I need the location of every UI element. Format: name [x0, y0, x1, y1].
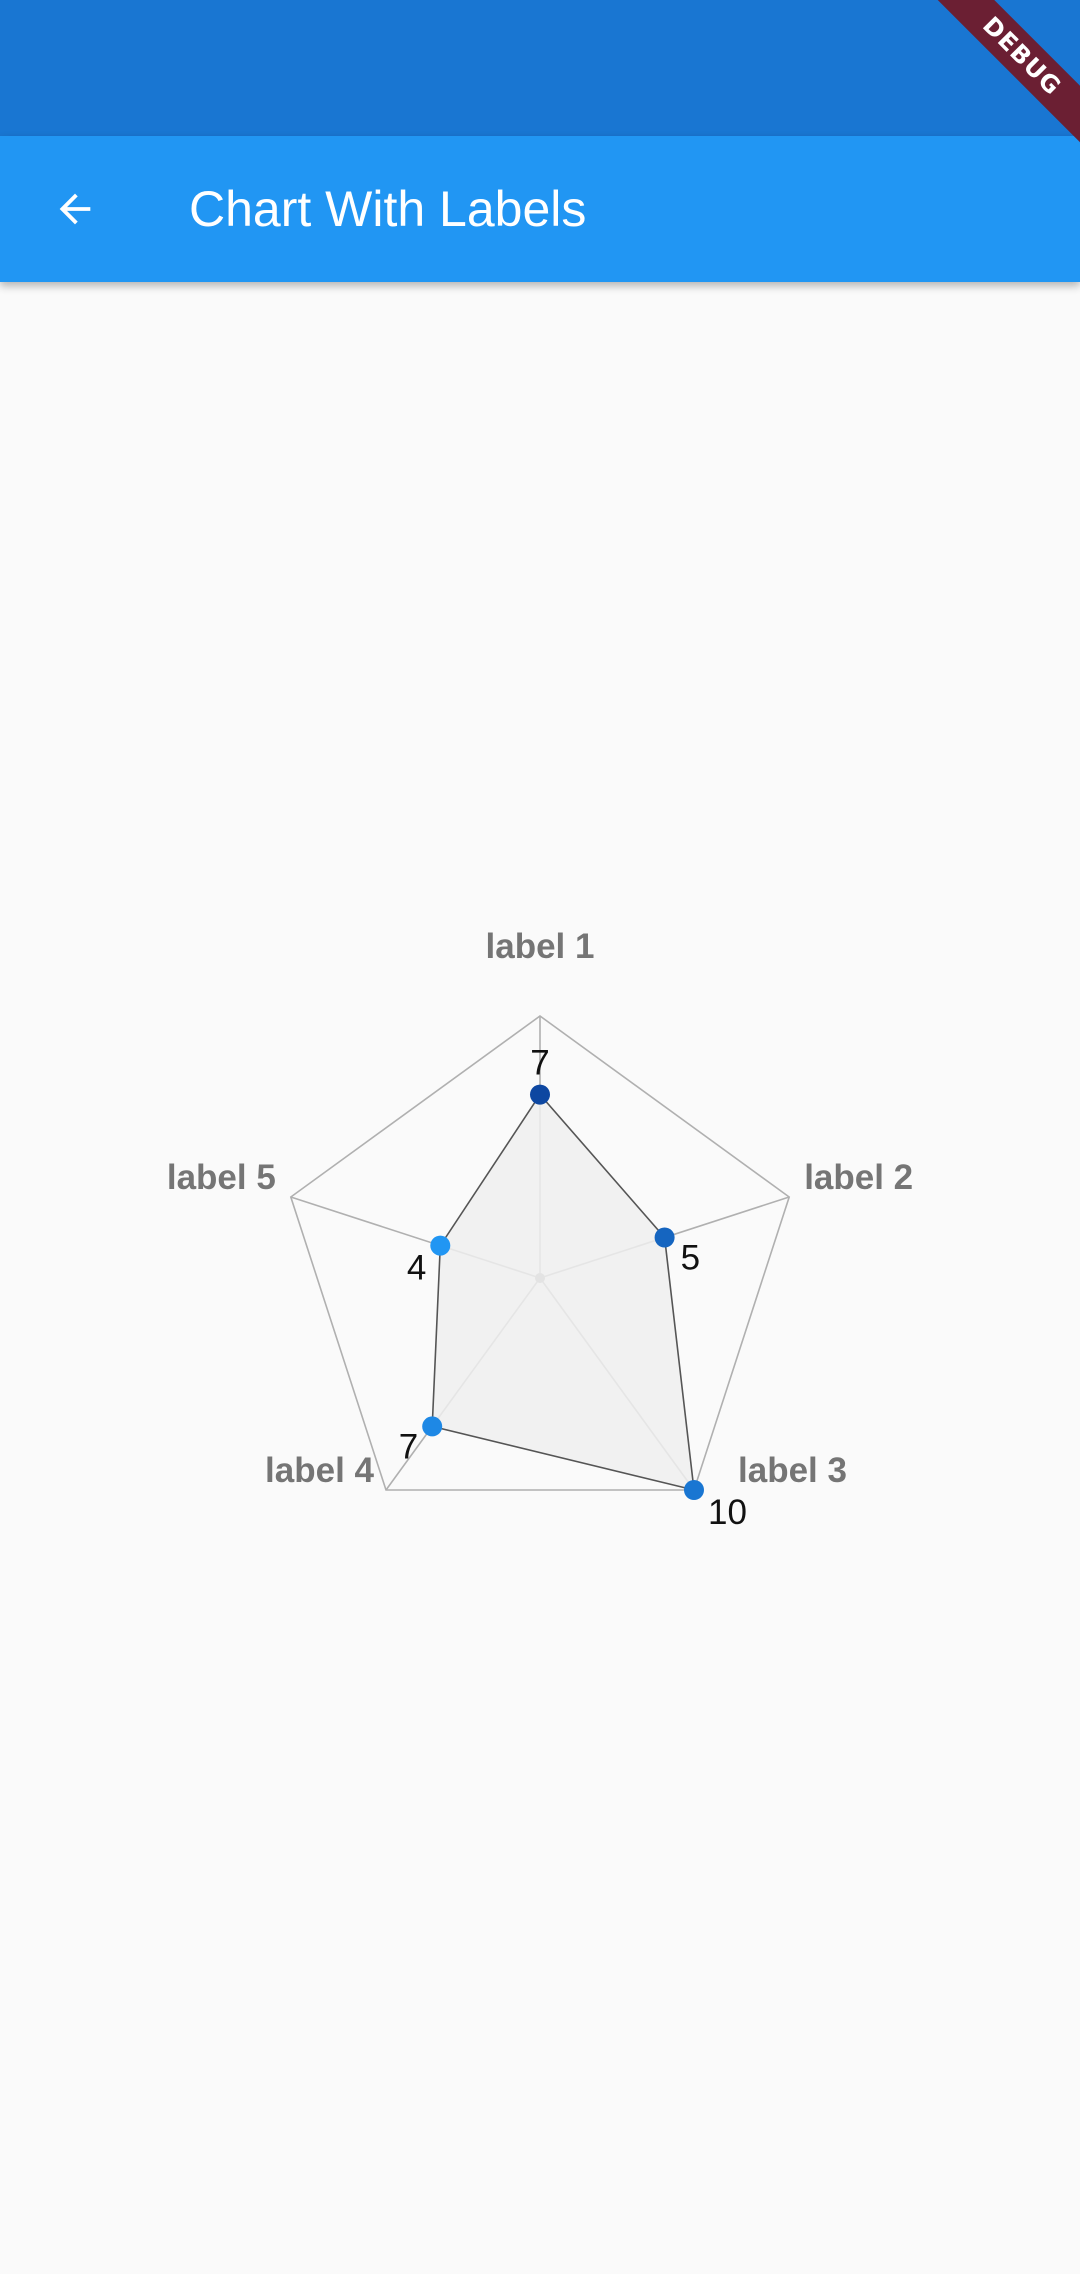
value-label: 7 [530, 1044, 549, 1083]
axis-label: label 1 [486, 927, 595, 966]
series-area [431, 1093, 695, 1492]
radar-labels: label 1 label 2 label 3 label 4 label 5 7 5 10 7… [167, 927, 913, 1532]
value-label: 5 [681, 1239, 700, 1278]
data-point [530, 1084, 550, 1105]
value-label: 7 [399, 1427, 418, 1466]
value-label: 4 [407, 1249, 426, 1288]
app-bar: Chart With Labels [0, 136, 1080, 282]
axis-label: label 2 [804, 1158, 913, 1197]
data-point [684, 1480, 704, 1500]
axis-label: label 5 [167, 1158, 276, 1197]
radar-series [422, 1084, 704, 1500]
value-label: 10 [708, 1493, 747, 1532]
axis-label: label 3 [738, 1451, 847, 1490]
arrow-back-icon [59, 193, 91, 225]
back-button[interactable] [28, 162, 122, 256]
data-point [654, 1227, 675, 1248]
status-bar [0, 0, 1080, 136]
axis-label: label 4 [265, 1451, 374, 1490]
page-title: Chart With Labels [189, 181, 587, 237]
data-point [422, 1416, 443, 1437]
grid-outline [289, 1015, 791, 1491]
data-point [430, 1235, 451, 1256]
